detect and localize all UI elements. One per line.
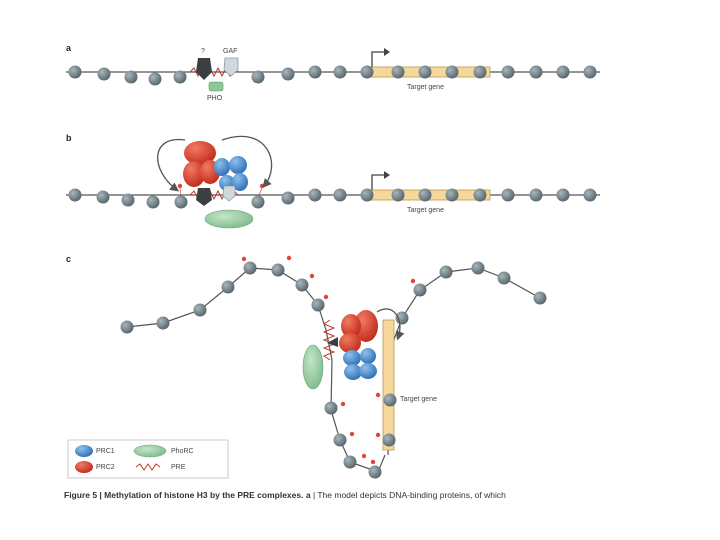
prc1-complex-c [343,348,377,380]
figure-caption: Figure 5 | Methylation of histone H3 by … [64,490,664,500]
panel-c-label: c [66,254,71,264]
gaf-protein-a [223,57,239,77]
tss-arrow-a [371,51,386,67]
target-gene-label-c: Target gene [400,396,437,403]
pre-legend-swatch [135,463,161,471]
phorc-legend-swatch [133,444,167,458]
unknown-protein-a [196,58,212,80]
unknown-label: ? [201,48,205,55]
target-gene-label-b: Target gene [407,207,444,214]
legend-phorc: PhoRC [171,448,194,455]
nucleosomes-c [120,261,547,479]
looping-arrow-c [376,308,405,341]
phorc-complex-b [204,209,254,229]
pho-protein-a [208,81,224,92]
legend-prc2: PRC2 [96,464,115,471]
prc2-complex-b [183,141,220,187]
pho-label: PHO [207,95,223,102]
legend-box: PRC1 PRC2 PhoRC PRE [67,439,229,479]
phorc-complex-c [302,344,324,390]
pre-segment-a [189,66,239,78]
target-gene-c [382,319,395,451]
target-gene-label-a: Target gene [407,84,444,91]
prc2-complex-c [339,310,378,353]
panel-a-chromatin: ? GAF PHO Target gene [66,48,600,102]
panel-b-label: b [66,133,72,143]
spreading-arrow-right [221,135,273,188]
caption-bold: Figure 5 | Methylation of histone H3 by … [64,490,311,500]
gaf-label: GAF [223,48,237,55]
legend-prc1: PRC1 [96,448,115,455]
prc2-legend-swatch [75,461,93,473]
legend-pre: PRE [171,464,186,471]
methyl-marks-c [241,255,416,465]
prc1-legend-swatch [75,445,93,457]
panel-b-chromatin: Target gene [66,135,600,229]
caption-text: | The model depicts DNA-binding proteins… [310,490,506,500]
nucleosomes-a [68,65,597,86]
nucleosomes-b [68,188,597,209]
panel-c-chromatin: Target gene [120,255,547,479]
panel-a-label: a [66,43,72,53]
spreading-arrow-left [157,138,186,192]
